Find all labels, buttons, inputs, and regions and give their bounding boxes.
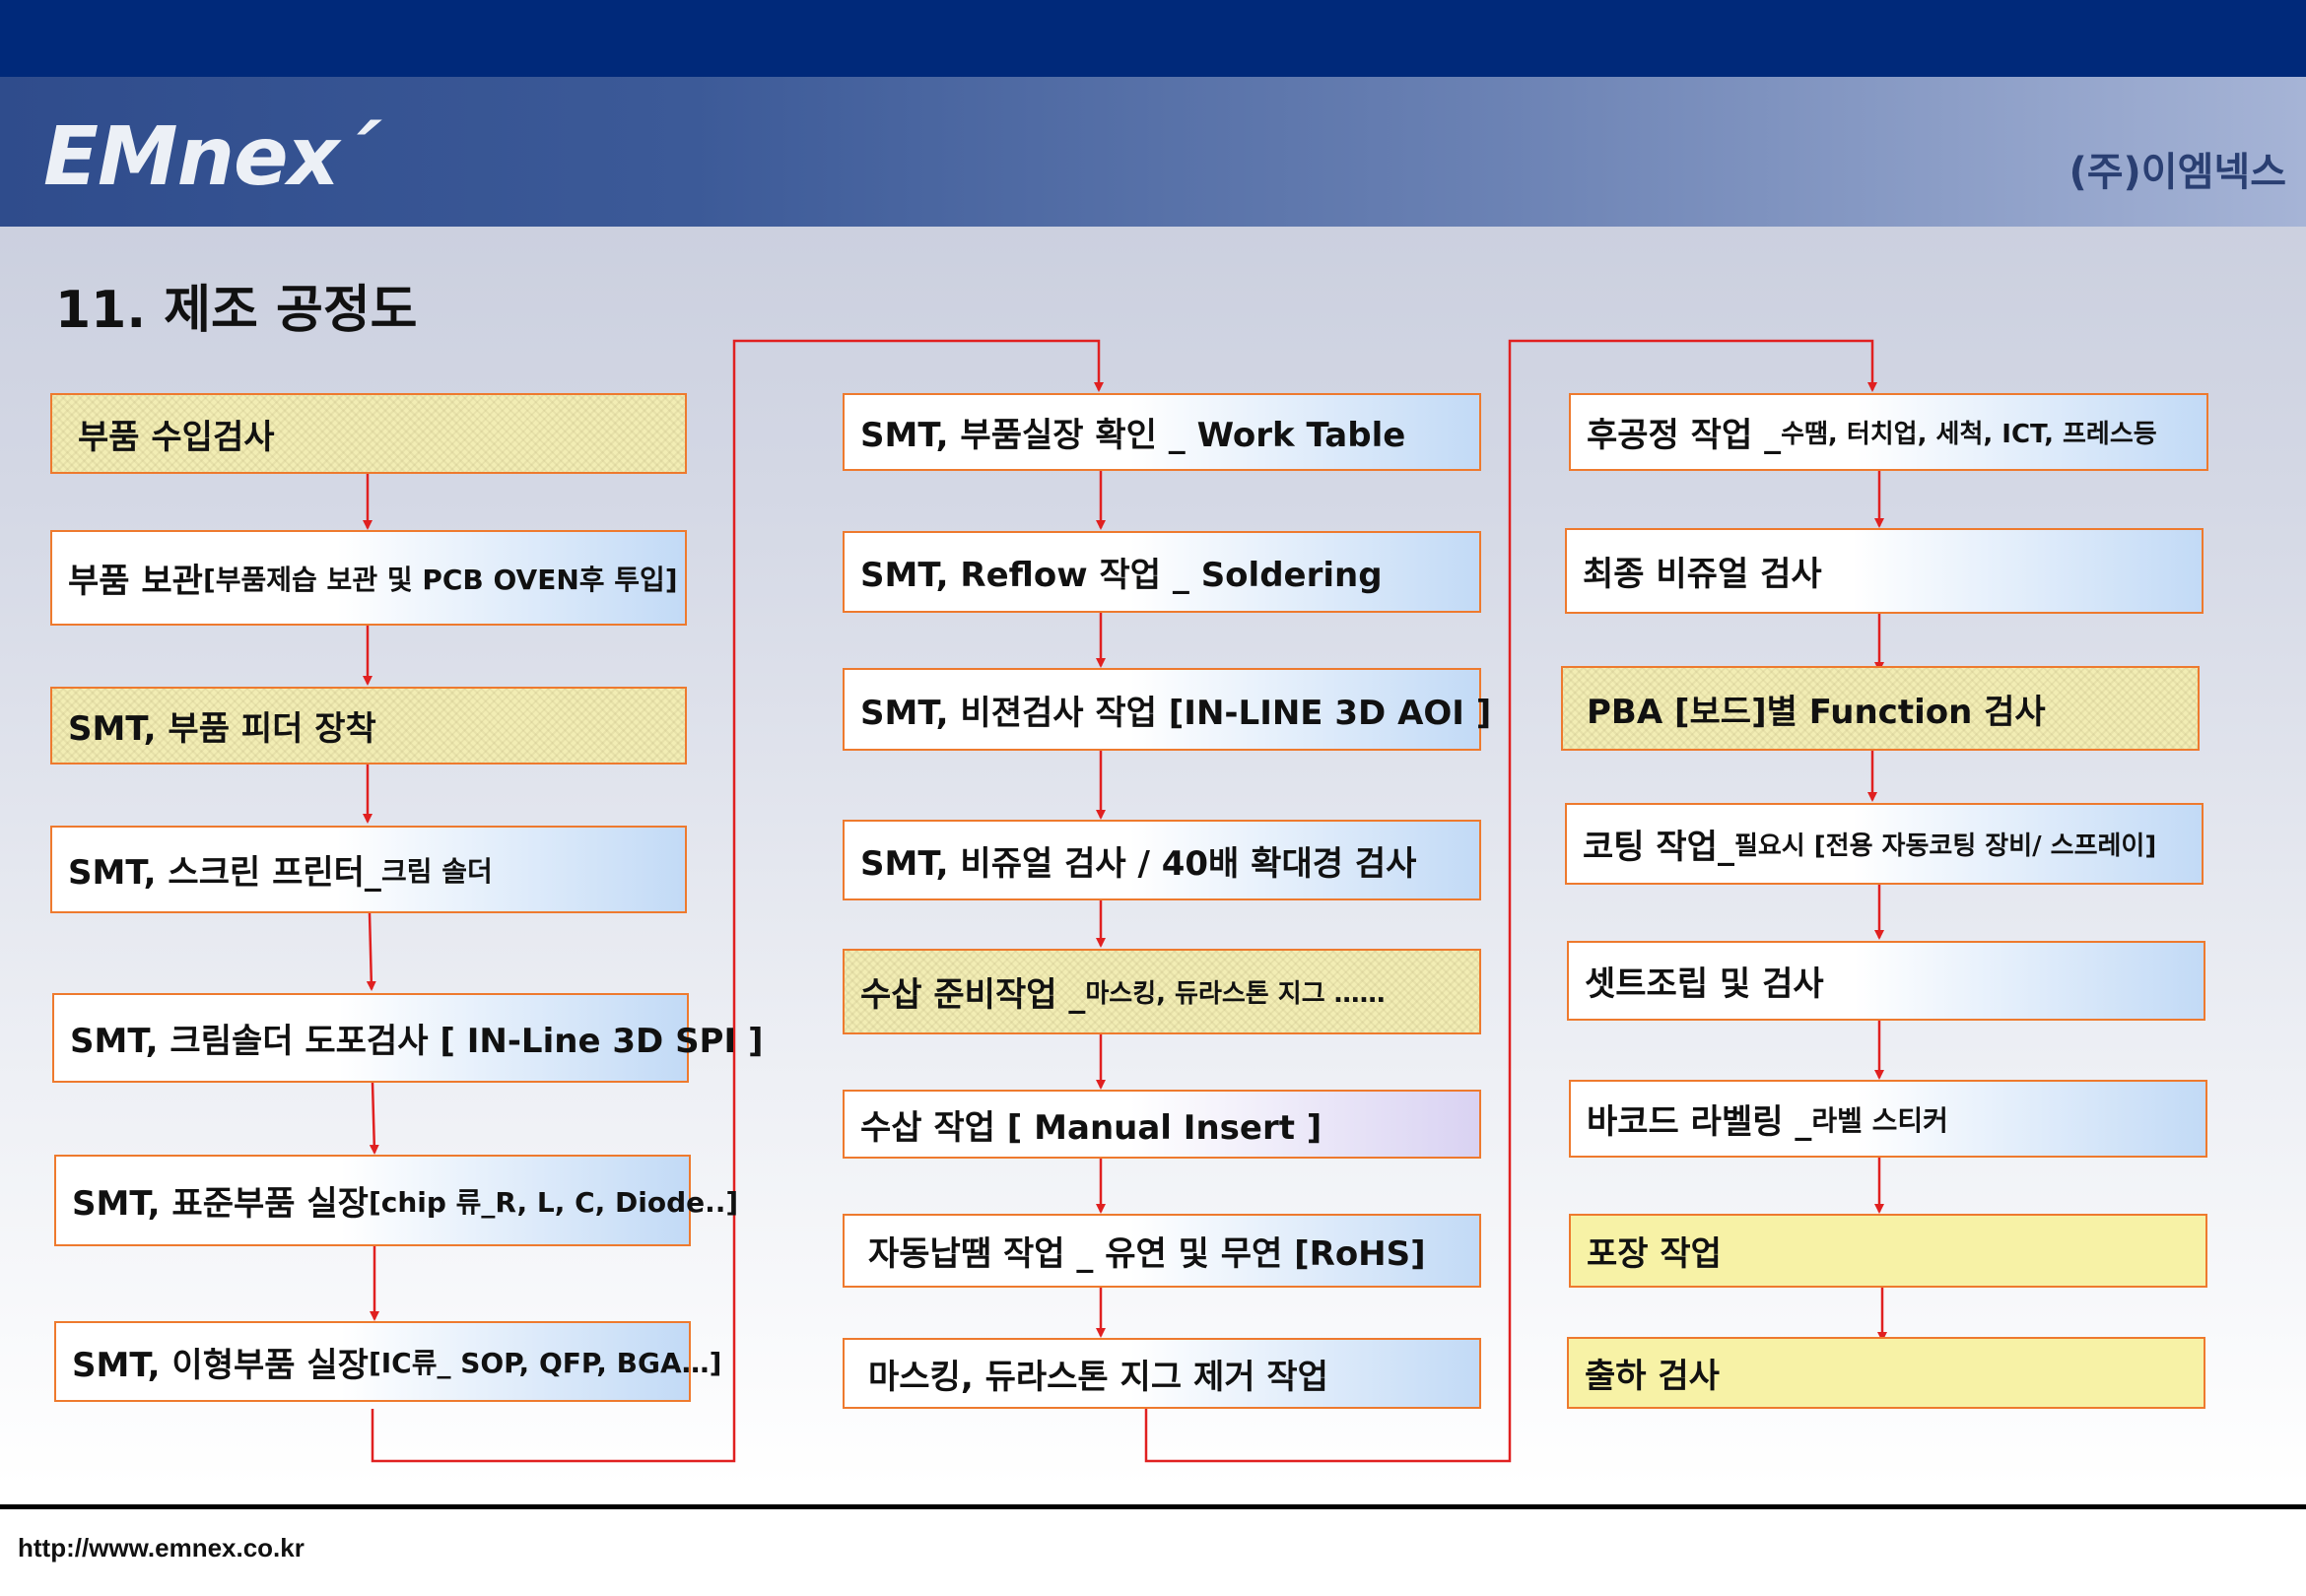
step-auto-soldering: 자동납땜 작업 _ 유연 및 무연 [RoHS]	[843, 1214, 1481, 1288]
step-label: 후공정 작업 _	[1587, 416, 1782, 455]
step-label: 자동납땜 작업 _ 유연 및 무연 [RoHS]	[868, 1234, 1426, 1274]
step-parts-storage: 부품 보관 [부품제습 보관 및 PCB OVEN후 투입]	[50, 530, 687, 626]
step-packing: 포장 작업	[1569, 1214, 2207, 1288]
step-note: [IC류_ SOP, QFP, BGA…]	[368, 1347, 722, 1379]
step-label: SMT, 비쥬얼 검사 / 40배 확대경 검사	[860, 843, 1417, 884]
step-work-table-check: SMT, 부품실장 확인 _ Work Table	[843, 393, 1481, 471]
step-label: 포장 작업	[1587, 1234, 1722, 1274]
step-standard-parts-mount: SMT, 표준부품 실장 [chip 류_R, L, C, Diode..]	[54, 1155, 738, 1246]
step-barcode-labeling: 바코드 라벨링 _ 라벨 스티커	[1569, 1080, 2207, 1158]
step-label: SMT, 비젼검사 작업 [IN-LINE 3D AOI ]	[860, 693, 1492, 733]
connector-col2-to-col3	[1144, 339, 1877, 1463]
step-spi-inspection: SMT, 크림솔더 도포검사 [ IN-Line 3D SPI ]	[52, 993, 764, 1083]
footer-url[interactable]: http://www.emnex.co.kr	[18, 1533, 305, 1563]
step-coating: 코팅 작업_ 필요시 [전용 자동코팅 장비/ 스프레이]	[1565, 803, 2204, 885]
step-aoi-inspection: SMT, 비젼검사 작업 [IN-LINE 3D AOI ]	[843, 668, 1491, 751]
step-jig-removal: 마스킹, 듀라스톤 지그 제거 작업	[843, 1338, 1481, 1409]
step-label: SMT, Reflow 작업 _ Soldering	[860, 556, 1383, 595]
step-note: [chip 류_R, L, C, Diode..]	[368, 1185, 739, 1219]
step-label: 최종 비쥬얼 검사	[1583, 555, 1822, 594]
step-visual-inspection: SMT, 비쥬얼 검사 / 40배 확대경 검사	[843, 820, 1481, 900]
footer-divider	[0, 1504, 2306, 1509]
step-label: 코팅 작업_	[1583, 828, 1734, 867]
step-label: SMT, 크림솔더 도포검사 [ IN-Line 3D SPI ]	[70, 1022, 764, 1061]
step-label: SMT, 부품실장 확인 _ Work Table	[860, 416, 1406, 455]
step-screen-printer: SMT, 스크린 프린터_ 크림 솔더	[50, 826, 687, 913]
step-label: SMT, 부품 피더 장착	[68, 709, 376, 749]
step-note: 라벨 스티커	[1811, 1103, 1948, 1137]
top-banner-bar	[0, 0, 2306, 77]
step-incoming-inspection: 부품 수입검사	[50, 393, 687, 474]
step-note: 필요시 [전용 자동코팅 장비/ 스프레이]	[1733, 831, 2157, 861]
step-note: 크림 솔더	[380, 854, 493, 888]
step-label: SMT, 표준부품 실장	[72, 1184, 369, 1224]
step-label: 바코드 라벨링 _	[1587, 1102, 1812, 1142]
step-label: 마스킹, 듀라스톤 지그 제거 작업	[868, 1357, 1328, 1397]
step-manual-insert: 수삽 작업 [ Manual Insert ]	[843, 1090, 1481, 1159]
step-label: 수삽 준비작업 _	[860, 975, 1086, 1015]
step-label: 부품 보관	[68, 562, 203, 601]
step-set-assembly: 셋트조립 및 검사	[1567, 941, 2205, 1021]
step-insert-prep: 수삽 준비작업 _ 마스킹, 듀라스톤 지그 ……	[843, 949, 1481, 1034]
connector-col1-to-col2	[371, 339, 1104, 1463]
step-note: 마스킹, 듀라스톤 지그 ……	[1085, 979, 1386, 1009]
step-odd-form-parts-mount: SMT, 이형부품 실장 [IC류_ SOP, QFP, BGA…]	[54, 1321, 721, 1402]
arrow-c1-5	[369, 1082, 379, 1155]
step-label: PBA [보드]별 Function 검사	[1587, 692, 2046, 732]
step-function-test: PBA [보드]별 Function 검사	[1561, 666, 2200, 751]
step-label: SMT, 스크린 프린터_	[68, 853, 381, 893]
company-logo: EMnex´	[43, 110, 378, 204]
step-final-visual-inspection: 최종 비쥬얼 검사	[1565, 528, 2204, 614]
step-label: 수삽 작업 [ Manual Insert ]	[860, 1107, 1323, 1148]
step-label: 부품 수입검사	[78, 417, 275, 457]
step-label: 출하 검사	[1585, 1357, 1720, 1396]
step-post-process: 후공정 작업 _ 수땜, 터치업, 세척, ICT, 프레스등	[1569, 393, 2208, 471]
step-label: 셋트조립 및 검사	[1585, 964, 1824, 1004]
arrow-c1-4	[366, 912, 376, 991]
page-title: 11. 제조 공정도	[55, 281, 418, 340]
step-label: SMT, 이형부품 실장	[72, 1345, 369, 1385]
step-shipping-inspection: 출하 검사	[1567, 1337, 2205, 1409]
step-note: [부품제습 보관 및 PCB OVEN후 투입]	[202, 563, 678, 596]
step-reflow: SMT, Reflow 작업 _ Soldering	[843, 531, 1481, 613]
header-band: EMnex´ (주)이엠넥스	[0, 77, 2306, 227]
step-note: 수땜, 터치업, 세척, ICT, 프레스등	[1781, 420, 2157, 449]
step-feeder-mounting: SMT, 부품 피더 장착	[50, 687, 687, 765]
company-name: (주)이엠넥스	[2069, 150, 2286, 195]
